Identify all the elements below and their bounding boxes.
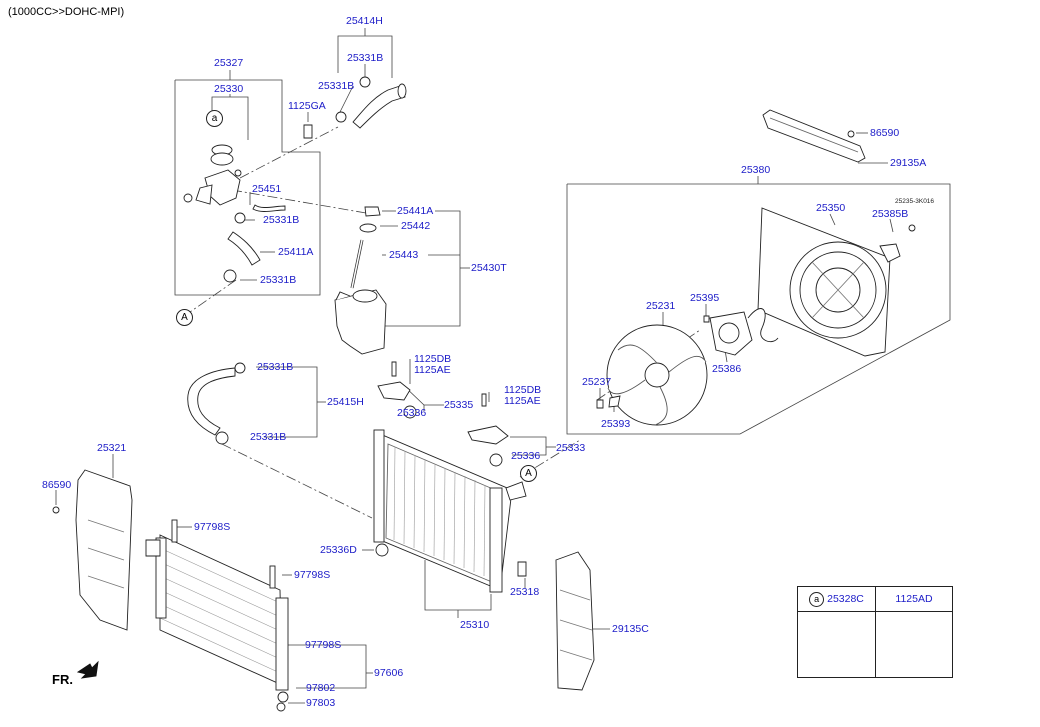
part-label: 25310 bbox=[460, 619, 490, 631]
part-label: 25415H bbox=[327, 396, 364, 408]
legend-letter: a bbox=[809, 591, 825, 607]
part-label: 25331B bbox=[260, 274, 297, 286]
front-arrow-icon bbox=[76, 660, 99, 679]
part-label: 25430T bbox=[471, 262, 507, 274]
part-label: 25336D bbox=[320, 544, 357, 556]
spec-header: (1000CC>>DOHC-MPI) bbox=[8, 6, 125, 18]
part-label: 1125DB bbox=[414, 353, 452, 365]
legend-part: 1125AD bbox=[895, 593, 933, 605]
part-label: 25333 bbox=[556, 442, 586, 454]
part-label: 25414H bbox=[346, 15, 383, 27]
part-label: 97798S bbox=[294, 569, 331, 581]
part-label: 25336 bbox=[511, 450, 541, 462]
legend-part: 25328C bbox=[827, 593, 864, 605]
part-label: 25411A bbox=[278, 246, 314, 258]
radiator-25310 bbox=[373, 429, 527, 593]
callout-A-marker-right: A bbox=[520, 465, 537, 482]
part-label: 97803 bbox=[306, 697, 336, 709]
part-label: 29135A bbox=[890, 157, 927, 169]
part-label: 1125GA bbox=[288, 100, 326, 112]
part-label: 29135C bbox=[612, 623, 649, 635]
fan-shroud-25350 bbox=[757, 207, 916, 357]
lower-hose-25415H bbox=[187, 362, 246, 445]
part-label: 25237 bbox=[582, 376, 612, 388]
filler-neck-assembly bbox=[183, 124, 313, 283]
support-bar-29135A bbox=[762, 109, 866, 163]
air-guard-25321 bbox=[52, 469, 133, 631]
part-label: 25393 bbox=[601, 418, 631, 430]
part-label: 97606 bbox=[374, 667, 404, 679]
callout-A-marker-left: A bbox=[176, 309, 193, 326]
mounting-brackets bbox=[377, 361, 509, 467]
part-label: 25443 bbox=[389, 249, 419, 261]
part-label: 25385B bbox=[872, 208, 909, 220]
part-label: 1125DB bbox=[504, 384, 542, 396]
upper-hose-25414H bbox=[335, 76, 407, 129]
part-label: 25327 bbox=[214, 57, 244, 69]
part-label: 25331B bbox=[250, 431, 287, 443]
part-label: 25331B bbox=[347, 52, 384, 64]
air-guard-29135C bbox=[555, 551, 595, 691]
part-label: 97798S bbox=[194, 521, 231, 533]
front-direction-label: FR. bbox=[52, 672, 73, 687]
part-label: 25318 bbox=[510, 586, 540, 598]
part-label: 25380 bbox=[741, 164, 771, 176]
part-label: 25330 bbox=[214, 83, 244, 95]
reservoir-25430T bbox=[334, 206, 387, 355]
part-label: 97802 bbox=[306, 682, 336, 694]
part-label: 25335 bbox=[444, 399, 474, 411]
part-label: 1125AE bbox=[414, 364, 451, 376]
condenser-97606 bbox=[145, 519, 289, 712]
part-label: 97798S bbox=[305, 639, 342, 651]
fan-blade-25231 bbox=[596, 308, 779, 426]
legend-divider bbox=[875, 611, 876, 677]
part-label: 25350 bbox=[816, 202, 846, 214]
part-label: 86590 bbox=[870, 127, 900, 139]
part-label: 25331B bbox=[263, 214, 300, 226]
part-label: 86590 bbox=[42, 479, 72, 491]
part-label: 25451 bbox=[252, 183, 282, 195]
part-label: 25231 bbox=[646, 300, 676, 312]
part-label: 25331B bbox=[318, 80, 355, 92]
leader-lines bbox=[55, 28, 951, 704]
part-label: 25395 bbox=[690, 292, 720, 304]
part-label: 25235-3K016 bbox=[895, 198, 935, 205]
part-label: 25441A bbox=[397, 205, 434, 217]
part-label: 25331B bbox=[257, 361, 294, 373]
part-label: 25386 bbox=[712, 363, 742, 375]
part-label: 1125AE bbox=[504, 395, 541, 407]
legend-cell-1125AD: 1125AD bbox=[876, 587, 952, 611]
part-label: 25321 bbox=[97, 442, 127, 454]
part-label: 25336 bbox=[397, 407, 427, 419]
callout-a-marker: a bbox=[206, 110, 223, 127]
part-label: 25442 bbox=[401, 220, 431, 232]
